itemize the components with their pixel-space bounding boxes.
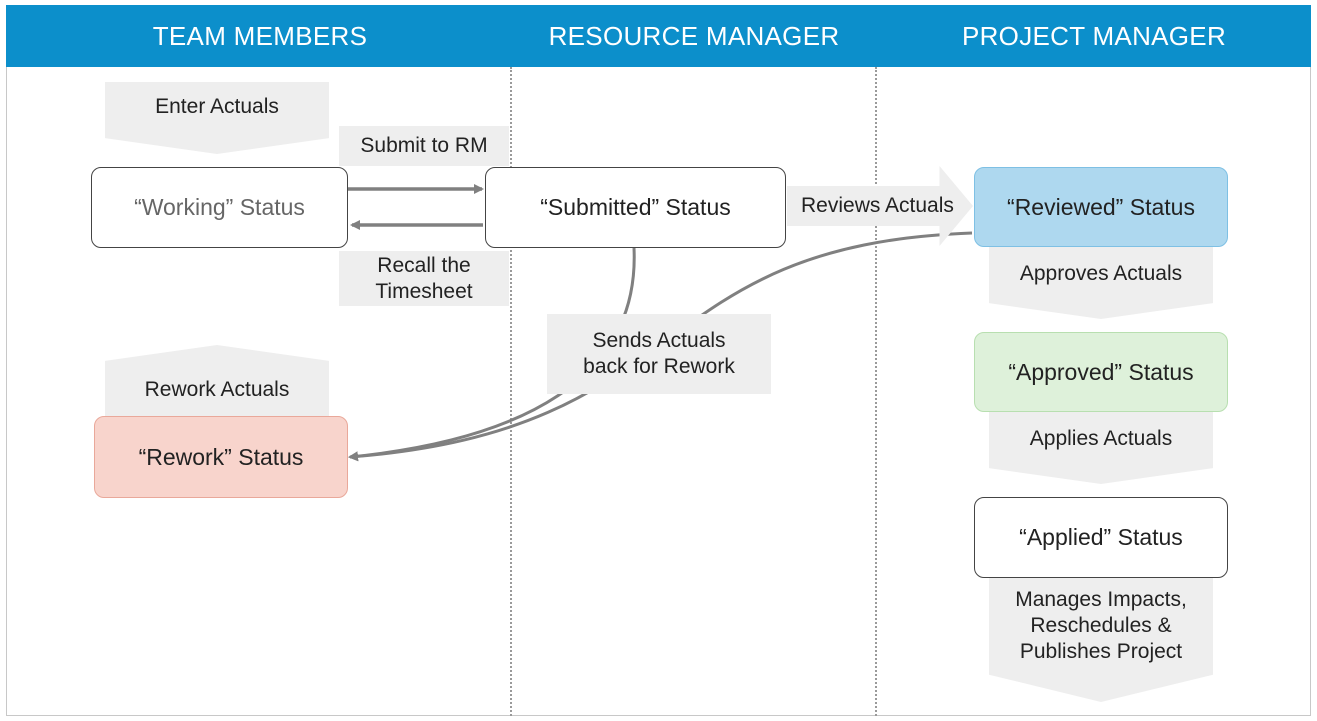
manages-line-3: Publishes Project (1019, 640, 1183, 663)
lane-title-resource-manager: RESOURCE MANAGER (548, 21, 840, 51)
lane-divider-1 (510, 67, 512, 716)
submit-to-rm-label: Submit to RM (339, 126, 509, 166)
reviewed-status-box: “Reviewed” Status (974, 167, 1228, 247)
rework-actuals-label: Rework Actuals (144, 378, 290, 401)
lane-divider-2 (875, 67, 877, 716)
applies-actuals-label: Applies Actuals (1029, 427, 1173, 450)
manages-impacts-step: Manages Impacts, Reschedules & Publishes… (989, 578, 1213, 702)
manages-line-2: Reschedules & (1030, 614, 1172, 637)
approved-status-text: “Approved” Status (1008, 358, 1194, 385)
rework-curve-from-rm (348, 247, 636, 462)
lane-header-bar (6, 5, 1311, 67)
lane-title-team-members: TEAM MEMBERS (152, 21, 368, 51)
working-status-box: “Working” Status (91, 167, 348, 248)
recall-timesheet-label: Recall the Timesheet (339, 251, 509, 306)
approved-status-box: “Approved” Status (974, 332, 1228, 412)
enter-actuals-step: Enter Actuals (105, 82, 329, 154)
rework-actuals-step: Rework Actuals (105, 345, 329, 417)
applied-status-text: “Applied” Status (1019, 524, 1183, 550)
lane-title-project-manager: PROJECT MANAGER (961, 21, 1227, 51)
approves-actuals-step: Approves Actuals (989, 247, 1213, 319)
sends-back-for-rework-label: Sends Actuals back for Rework (547, 314, 771, 394)
rework-status-text: “Rework” Status (138, 443, 304, 470)
applies-actuals-step: Applies Actuals (989, 412, 1213, 484)
enter-actuals-label: Enter Actuals (155, 95, 279, 118)
reviewed-status-text: “Reviewed” Status (1007, 193, 1195, 220)
working-status-text: “Working” Status (134, 194, 305, 220)
reviews-actuals-label: Reviews Actuals (801, 194, 954, 217)
submitted-status-box: “Submitted” Status (485, 167, 786, 248)
approves-actuals-label: Approves Actuals (1019, 262, 1183, 285)
rework-status-box: “Rework” Status (94, 416, 348, 498)
manages-line-1: Manages Impacts, (1015, 588, 1187, 611)
applied-status-box: “Applied” Status (974, 497, 1228, 578)
submitted-status-text: “Submitted” Status (540, 194, 731, 220)
